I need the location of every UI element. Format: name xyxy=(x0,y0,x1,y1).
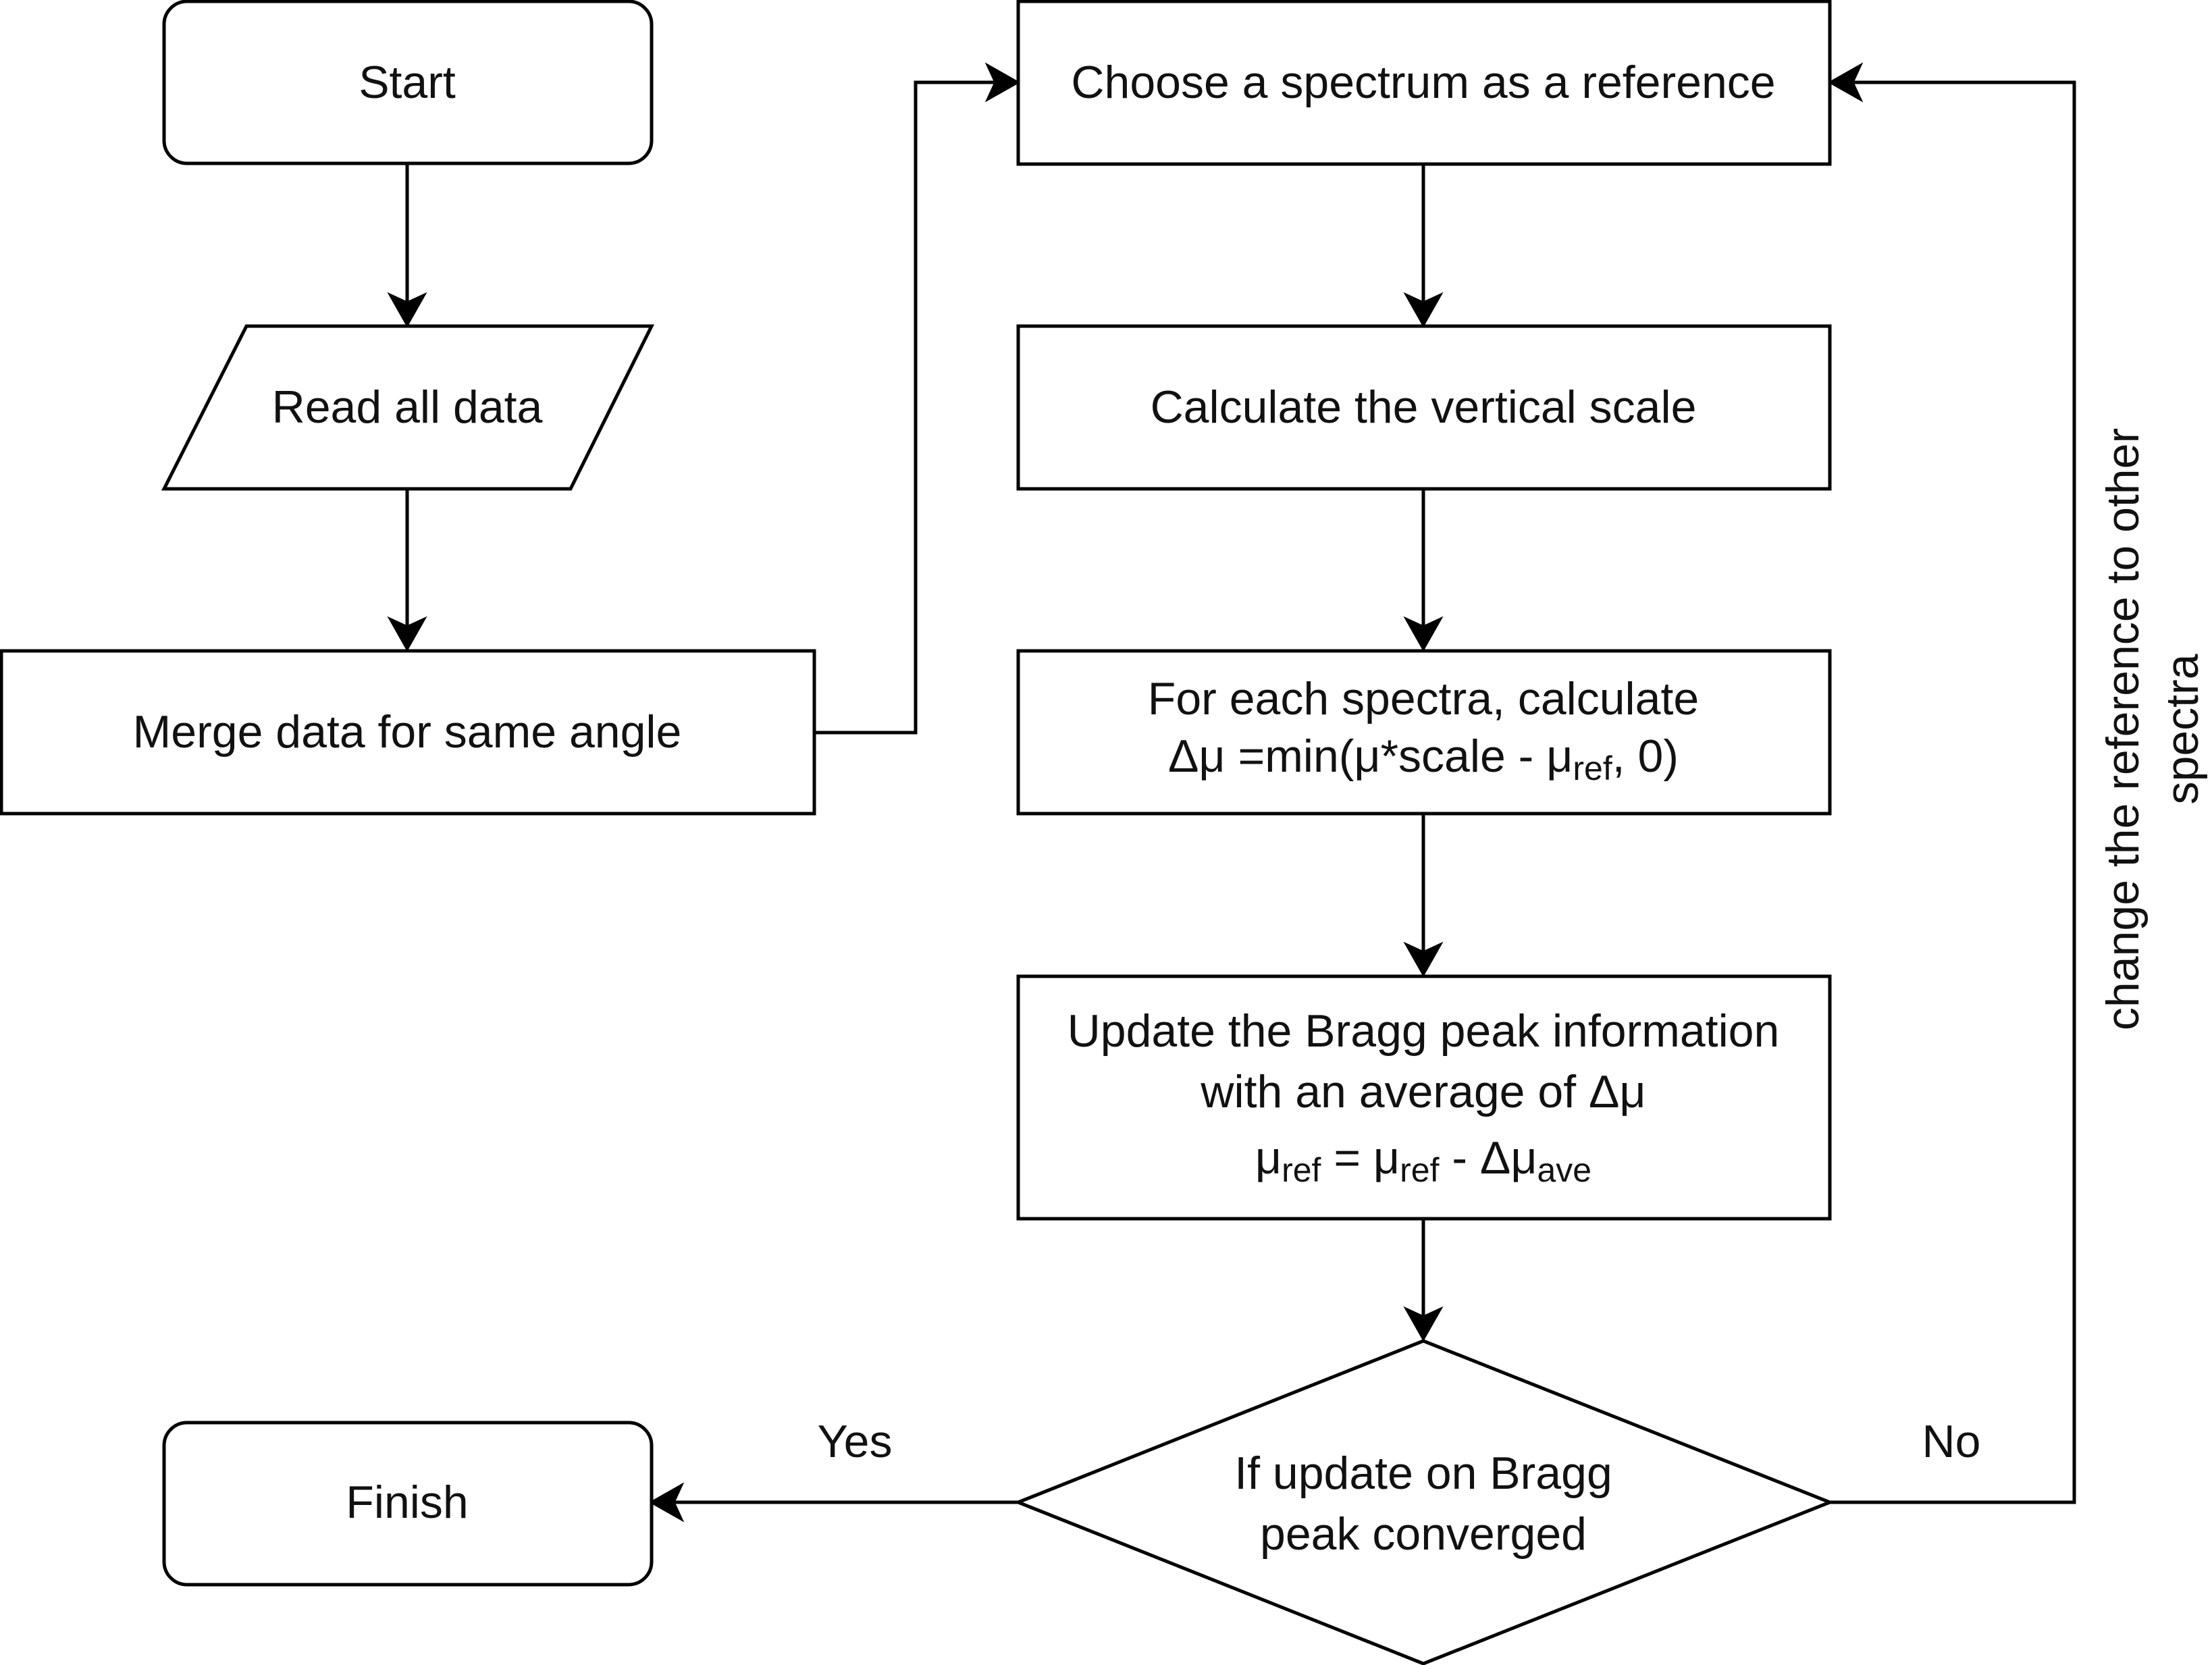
merge-label: Merge data for same angle xyxy=(133,706,682,758)
decision-diamond xyxy=(1013,1339,1835,1665)
node-read: Read all data xyxy=(161,324,655,491)
read-input-parallelogram xyxy=(161,324,655,491)
update-eq-sub-ave: ave xyxy=(1537,1151,1592,1189)
arrowhead-choose-right xyxy=(1827,62,1864,103)
node-merge: Merge data for same angle xyxy=(0,649,816,816)
arrowhead-read xyxy=(387,292,427,328)
arrowhead-finish xyxy=(648,1482,685,1523)
node-start: Start xyxy=(162,0,654,165)
update-line1: Update the Bragg peak information xyxy=(1068,1005,1780,1057)
finish-terminator xyxy=(162,1421,654,1587)
update-eq-sub-ref2: ref xyxy=(1400,1151,1439,1189)
update-eq-equals: = μ xyxy=(1321,1132,1400,1184)
update-eq-sub-ref1: ref xyxy=(1282,1151,1321,1189)
start-label: Start xyxy=(359,57,456,108)
choose-process xyxy=(1016,0,1832,166)
decision-line1: If update on Bragg xyxy=(1234,1448,1612,1499)
decision-line2: peak converged xyxy=(1260,1508,1587,1560)
node-update: Update the Bragg peak information with a… xyxy=(1016,974,1832,1221)
arrowhead-choose-left xyxy=(984,62,1021,103)
start-terminator xyxy=(162,0,654,165)
for-each-formula-subscript: ref xyxy=(1573,749,1612,787)
connectors xyxy=(387,62,2076,1523)
for-each-line2: Δμ =min(μ*scale - μref, 0) xyxy=(1168,731,1679,787)
for-each-formula-main: Δμ =min(μ*scale - μ xyxy=(1168,731,1573,782)
finish-label: Finish xyxy=(346,1477,468,1528)
update-process xyxy=(1016,974,1832,1221)
edge-label-no: No xyxy=(1922,1416,1981,1467)
node-for-each: For each spectra, calculate Δμ =min(μ*sc… xyxy=(1016,649,1832,816)
for-each-formula-tail: , 0) xyxy=(1612,731,1679,782)
update-eq-minus: - Δμ xyxy=(1439,1132,1537,1184)
update-line2: with an average of Δμ xyxy=(1200,1066,1645,1117)
calc-scale-label: Calculate the vertical scale xyxy=(1151,381,1697,433)
node-decision: If update on Bragg peak converged xyxy=(1013,1339,1835,1665)
loop-label-line1: change the reference to other xyxy=(2097,428,2149,1030)
arrowhead-update xyxy=(1403,941,1444,978)
node-calc-scale: Calculate the vertical scale xyxy=(1016,324,1832,491)
arrowhead-decision xyxy=(1403,1306,1444,1342)
arrowhead-scale xyxy=(1403,292,1444,328)
arrowhead-merge xyxy=(387,616,427,652)
merge-process xyxy=(0,649,816,816)
calc-scale-process xyxy=(1016,324,1832,491)
loop-label-line2: spectra xyxy=(2157,654,2208,804)
read-label: Read all data xyxy=(272,381,543,433)
edge-label-loop: change the reference to other spectra xyxy=(2097,428,2208,1030)
update-eq-mu: μ xyxy=(1255,1132,1282,1184)
update-equation: μref = μref - Δμave xyxy=(1255,1132,1591,1189)
edge-no-loop xyxy=(1830,80,2076,1504)
for-each-line1: For each spectra, calculate xyxy=(1148,673,1699,724)
edge-merge-to-choose xyxy=(814,80,995,735)
for-each-process xyxy=(1016,649,1832,816)
node-finish: Finish xyxy=(162,1421,654,1587)
node-choose: Choose a spectrum as a reference xyxy=(1016,0,1832,166)
arrowhead-foreach xyxy=(1403,616,1444,652)
edge-label-yes: Yes xyxy=(818,1416,893,1467)
choose-label: Choose a spectrum as a reference xyxy=(1071,57,1775,108)
